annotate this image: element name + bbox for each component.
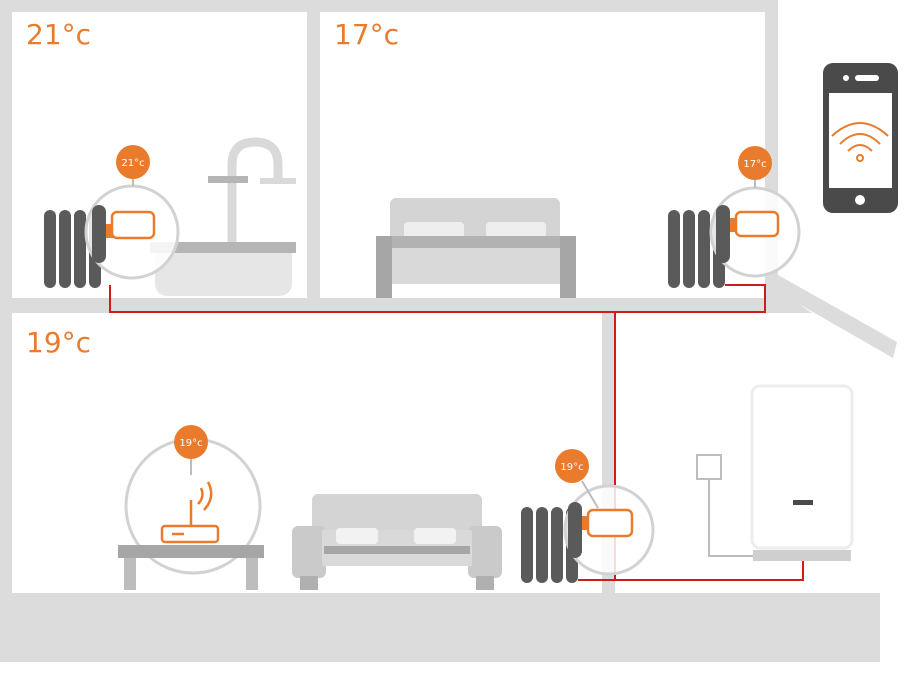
roof-slope (778, 275, 897, 358)
router-table: 19°c (118, 425, 264, 590)
bedroom-thermostat: 17°c (709, 146, 801, 278)
bathtub-icon (150, 137, 296, 296)
router-label: 19°c (179, 438, 202, 449)
living-room-temperature: 19°c (26, 326, 91, 359)
living-room-thermostat-label: 19°c (560, 462, 583, 473)
bathroom-thermostat-label: 21°c (121, 158, 144, 169)
boiler-icon (750, 384, 854, 561)
wifi-icon (831, 122, 889, 162)
bathroom-temperature: 21°c (26, 18, 91, 51)
bedroom-thermostat-label: 17°c (743, 159, 766, 170)
smartphone-icon (823, 63, 898, 213)
living-room-thermostat: 19°c (555, 449, 655, 576)
bedroom-temperature: 17°c (334, 18, 399, 51)
ground (0, 662, 880, 680)
upper-pipe (109, 284, 766, 313)
bed-icon (376, 198, 576, 298)
heating-pipes (109, 284, 804, 581)
wall-controller-icon (696, 454, 753, 557)
bathroom-thermostat: 21°c (84, 145, 180, 280)
router-icon (160, 481, 220, 544)
riser-pipe (614, 312, 804, 581)
sofa-icon (292, 494, 502, 590)
